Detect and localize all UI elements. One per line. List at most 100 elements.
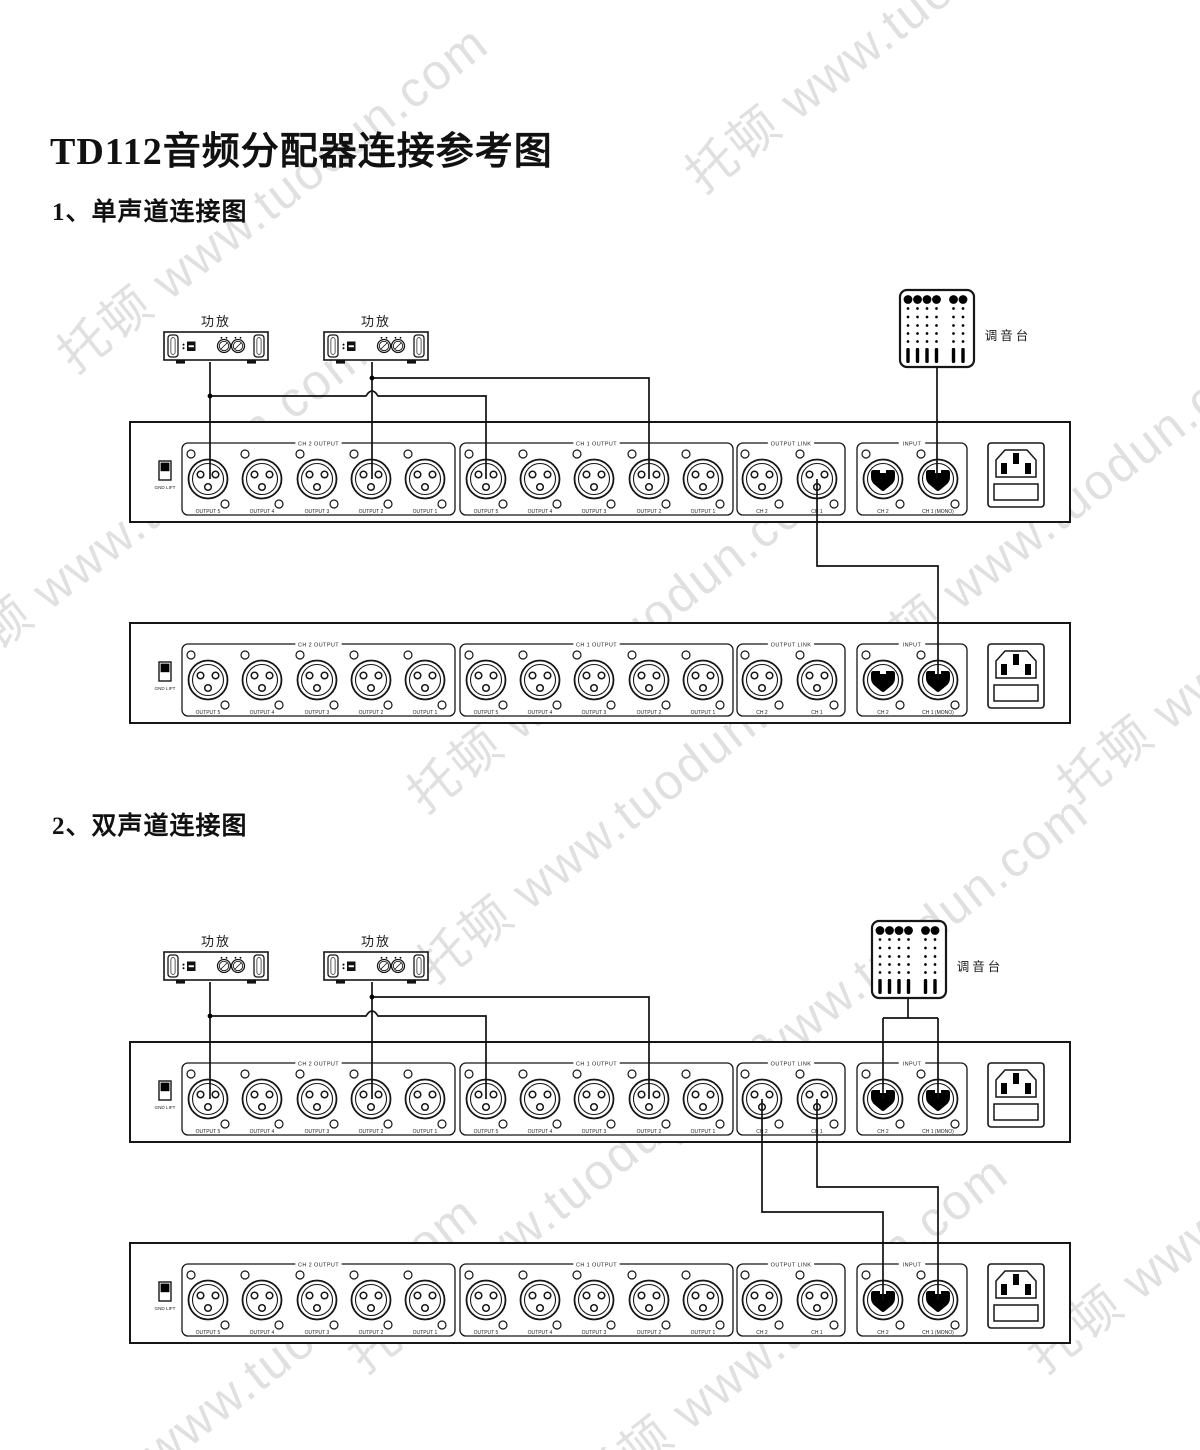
xlr-pin [805,1291,814,1300]
connection-line [816,1099,939,1300]
power-inlet [987,1062,1045,1128]
foot [247,360,256,364]
screw-hole [186,650,196,660]
screw-hole [552,1320,562,1330]
xlr-pin [698,1102,708,1112]
xlr-pin [428,1291,437,1300]
xlr-pin [203,1303,213,1313]
screw-hole [774,1119,784,1129]
mixer-knob [875,926,885,935]
mixer-label: 调音台 [957,959,1004,974]
screw-hole [383,1119,393,1129]
connector-label: CH 2 [877,1330,889,1336]
connector-group-label: CH 1 OUTPUT [576,1062,617,1068]
screw-hole [895,499,905,509]
screw-hole [274,1320,284,1330]
xlr-pin [481,1102,491,1112]
xlr-pin [691,470,700,479]
xlr-pin [637,1090,646,1099]
xlr-pin [250,671,259,680]
screw-hole [795,650,805,660]
xlr-male-connector [187,659,229,701]
connector-label: OUTPUT 4 [528,710,553,716]
xlr-male-connector [519,1078,561,1120]
xlr-pin [374,1090,383,1099]
xlr-male-connector [573,659,615,701]
xlr-pin [359,1291,368,1300]
gnd-lift-switch [158,460,172,481]
connector-group-label: INPUT [903,1263,922,1269]
mixer-knob [921,926,930,935]
screw-hole [518,449,528,459]
connector-group-label: CH 2 OUTPUT [298,643,339,649]
mixer-fader [961,348,965,363]
xlr-male-connector [573,458,615,500]
screw-hole [829,1119,839,1129]
screw-hole [861,449,871,459]
xlr-pin [597,671,606,680]
screw-hole [572,650,582,660]
fuse-holder [993,1103,1039,1121]
screw-hole [661,700,671,710]
connector-label: OUTPUT 5 [196,710,221,716]
xlr-pin [706,671,715,680]
connector-label: OUTPUT 1 [691,1330,716,1336]
connector-label: OUTPUT 5 [474,509,499,515]
xlr-male-connector [296,1078,338,1120]
connector-label: OUTPUT 4 [250,1330,275,1336]
connector-group-label: INPUT [903,643,922,649]
mixer-fader [897,979,901,994]
xlr-pin [413,1090,422,1099]
display [347,341,356,351]
mixer [870,919,948,1000]
combo-jack-hole [926,1291,950,1312]
xlr-pin [644,1102,654,1112]
connector-label: OUTPUT 5 [196,509,221,515]
xlr-pin [535,1102,545,1112]
page-title: TD112音频分配器连接参考图 [50,131,553,173]
connector-group-label: INPUT [903,442,922,448]
connection-line [372,377,650,479]
screw-hole [186,449,196,459]
xlr-pin [305,671,314,680]
xlr-pin [265,1291,274,1300]
screw-hole [498,1119,508,1129]
screw-hole [383,499,393,509]
screw-hole [661,1119,671,1129]
xlr-male-connector [573,1279,615,1321]
xlr-pin [420,1303,430,1313]
connector-label: OUTPUT 2 [359,1330,384,1336]
screw-hole [861,1270,871,1280]
screw-hole [383,700,393,710]
gnd-lift-switch [158,661,172,682]
connector-label: CH 2 [877,710,889,716]
connector-label: CH 1 [811,1330,823,1336]
screw-hole [186,1069,196,1079]
mixer-fader [923,979,928,994]
xlr-pin [820,470,829,479]
screw-hole [606,1320,616,1330]
xlr-pin [265,1090,274,1099]
xlr-pin [582,470,591,479]
screw-hole [403,650,413,660]
screw-hole [403,1270,413,1280]
xlr-pin [812,1303,822,1313]
screw-hole [220,1320,230,1330]
junction-dot [369,994,375,1000]
xlr-pin [413,671,422,680]
combo-jack-hole [926,671,950,692]
connector-label: OUTPUT 4 [250,509,275,515]
mixer-knob [913,295,922,304]
mixer-knob [922,295,932,304]
connector-label: OUTPUT 3 [582,509,607,515]
screw-hole [464,650,474,660]
xlr-male-connector [465,1279,507,1321]
xlr-male-connector [573,1078,615,1120]
connector-label: OUTPUT 1 [691,710,716,716]
connection-line [816,479,939,680]
connector-label: CH 2 [877,1129,889,1135]
connector-label: CH 1 [811,710,823,716]
